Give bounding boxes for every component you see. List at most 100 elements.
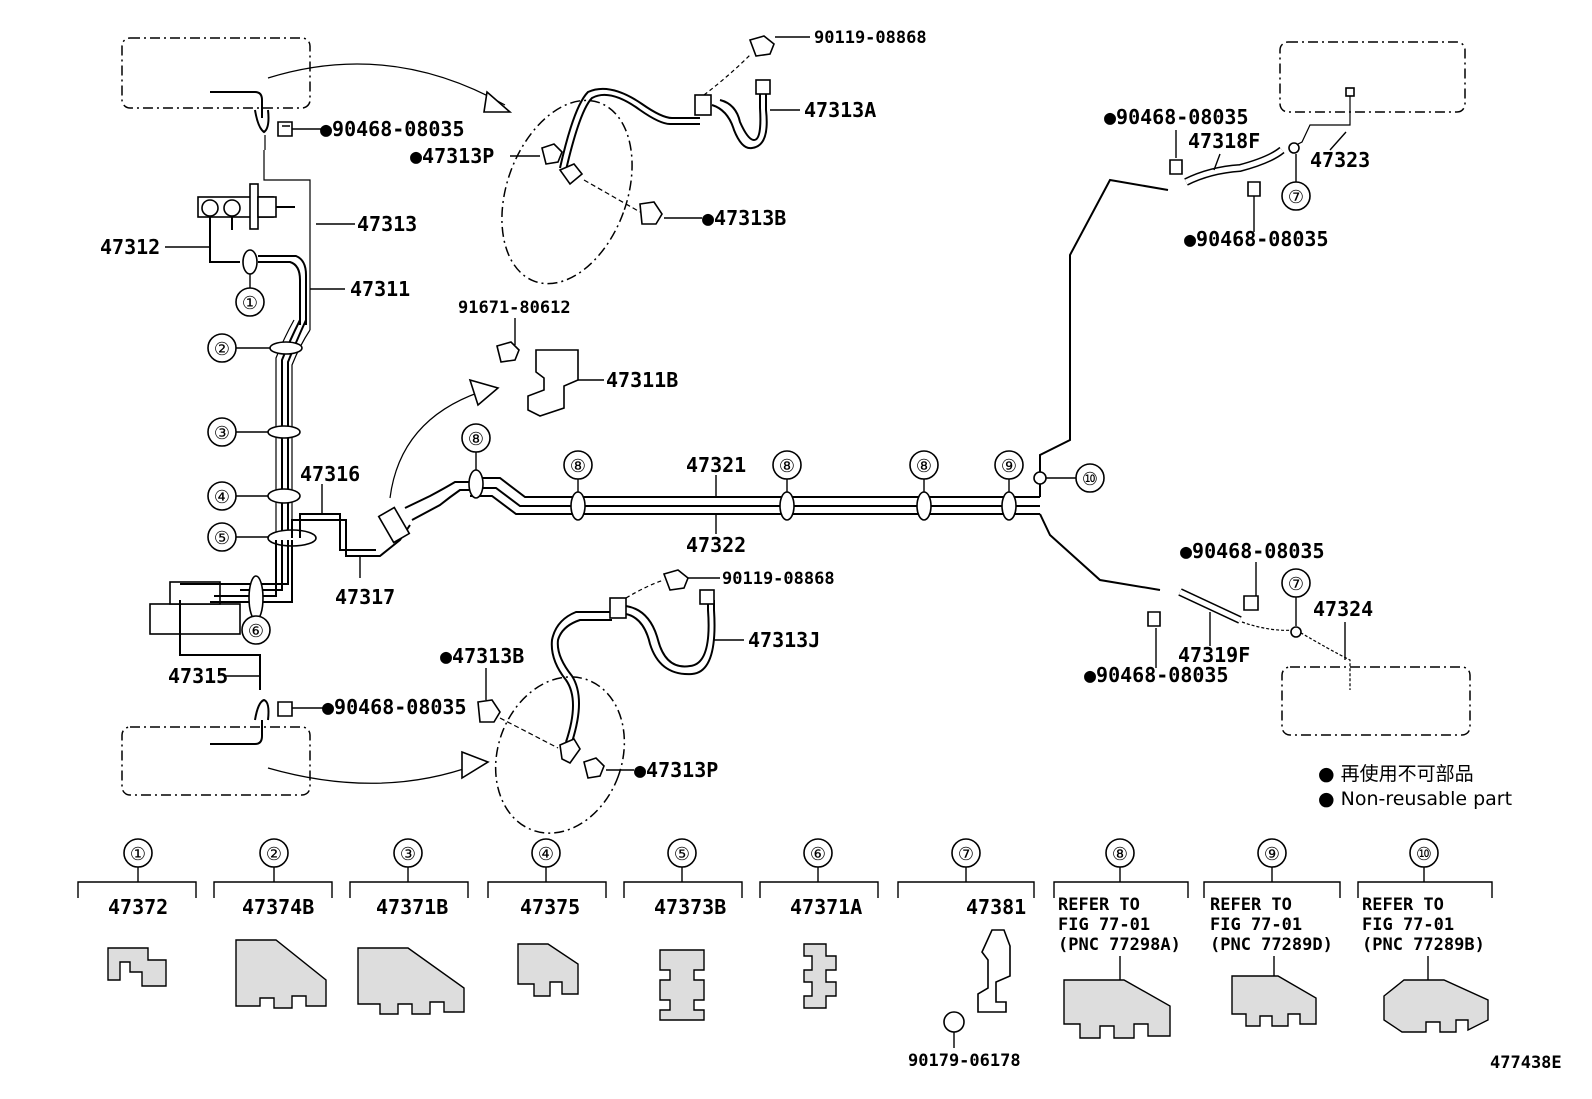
label-90468-top-right-a: ●90468-08035 <box>1104 105 1249 129</box>
arrow-curve-mid <box>389 391 481 499</box>
label-47319F: 47319F <box>1178 643 1250 667</box>
svg-text:⑤: ⑤ <box>674 844 690 865</box>
hose-stub <box>210 91 263 118</box>
label-90468-top-right-b: ●90468-08035 <box>1184 227 1329 251</box>
clip-shape-47371B <box>357 947 465 1015</box>
svg-text:47375: 47375 <box>520 895 580 919</box>
label-90119-08868-top: 90119-08868 <box>814 28 927 48</box>
clamp-9 <box>1001 491 1017 521</box>
svg-text:②: ② <box>266 844 282 865</box>
clip-group-8: ⑧ REFER TO FIG 77-01 (PNC 77298A) <box>1053 838 1189 1039</box>
svg-text:FIG 77-01: FIG 77-01 <box>1362 915 1454 935</box>
label-47315: 47315 <box>168 664 228 688</box>
clip-4-label: ④ <box>214 487 230 508</box>
clip-icon <box>1243 595 1259 611</box>
clip-7-mid-label: ⑦ <box>1288 574 1304 595</box>
label-47313B-bottom: ●47313B <box>440 644 524 668</box>
figure-id: 477438E <box>1490 1053 1562 1073</box>
legend-en: ● Non-reusable part <box>1318 788 1512 810</box>
label-90468-bottom-left: ●90468-08035 <box>322 695 467 719</box>
bolt-icon <box>496 341 520 363</box>
bracket-top <box>694 94 712 116</box>
clip-group-1: ① 47372 <box>77 838 197 987</box>
svg-text:(PNC 77289B): (PNC 77289B) <box>1362 935 1485 955</box>
label-47311: 47311 <box>350 277 410 301</box>
clip-2-label: ② <box>214 339 230 360</box>
clip-shape-47375 <box>517 943 579 997</box>
clip-shape-47372 <box>107 947 167 987</box>
clip-10-label: ⑩ <box>1082 469 1098 490</box>
clip-8d-label: ⑧ <box>916 456 932 477</box>
arrow-head <box>483 90 513 113</box>
bracket-47311B <box>527 349 579 417</box>
arrow-curve-top <box>267 63 506 106</box>
svg-text:⑧: ⑧ <box>1112 844 1128 865</box>
svg-text:④: ④ <box>538 844 554 865</box>
clamp-2 <box>269 341 303 355</box>
svg-text:REFER TO: REFER TO <box>1362 895 1444 915</box>
hose-47313-top <box>565 94 700 171</box>
bolt-icon <box>639 201 663 225</box>
svg-text:⑩: ⑩ <box>1416 844 1432 865</box>
clip-5-label: ⑤ <box>214 528 230 549</box>
clip-shape-47374B <box>235 939 327 1009</box>
fitting-icon <box>558 163 584 186</box>
wheel-outline-rear-right <box>1279 41 1466 113</box>
clip-icon <box>277 121 293 137</box>
label-47321: 47321 <box>686 453 746 477</box>
svg-text:90179-06178: 90179-06178 <box>908 1051 1021 1071</box>
svg-text:47371B: 47371B <box>376 895 448 919</box>
bracket-47381 <box>977 929 1011 1013</box>
svg-text:47381: 47381 <box>966 895 1026 919</box>
clamp-1 <box>242 249 258 275</box>
junction-block <box>377 506 411 544</box>
clip-group-7: ⑦ 47381 90179-06178 <box>897 838 1035 1071</box>
clip-1-label: ① <box>242 293 258 314</box>
label-47323: 47323 <box>1310 148 1370 172</box>
svg-text:(PNC 77289D): (PNC 77289D) <box>1210 935 1333 955</box>
clip-icon <box>1147 611 1161 627</box>
clip-7-top-label: ⑦ <box>1288 187 1304 208</box>
nut-icon <box>583 757 605 779</box>
clamp-8c <box>779 491 795 521</box>
svg-text:REFER TO: REFER TO <box>1210 895 1292 915</box>
clamp-10 <box>1033 471 1047 485</box>
bolt-icon <box>477 699 501 723</box>
svg-text:47374B: 47374B <box>242 895 314 919</box>
label-47313B-top: ●47313B <box>702 206 786 230</box>
label-47318F: 47318F <box>1188 129 1260 153</box>
label-47313J: 47313J <box>748 628 820 652</box>
label-90468-mid-right: ●90468-08035 <box>1180 539 1325 563</box>
fitting-icon <box>559 737 581 765</box>
wheel-outline-rear-left <box>1281 666 1471 736</box>
arrow-curve-bottom <box>267 764 476 784</box>
clip-icon <box>1247 181 1261 197</box>
caliper-outline-bottom <box>494 676 626 834</box>
clip-shape-47371A <box>803 943 837 1009</box>
clip-icon <box>277 701 293 717</box>
clip-group-4: ④ 47375 <box>487 838 607 997</box>
clamp-8a <box>468 469 484 499</box>
bolt-icon <box>662 569 689 591</box>
abs-actuator <box>149 603 241 635</box>
clip-group-3: ③ 47371B <box>349 838 469 1015</box>
wheel-outline-front-left <box>121 37 311 109</box>
label-90119-08868-bottom: 90119-08868 <box>722 569 835 589</box>
clip-6-label: ⑥ <box>248 621 264 642</box>
clip-shape-47373B <box>659 949 705 1021</box>
label-47311B: 47311B <box>606 368 678 392</box>
label-47317: 47317 <box>335 585 395 609</box>
nut-icon <box>541 143 563 165</box>
clip-9-label: ⑨ <box>1001 456 1017 477</box>
label-47324: 47324 <box>1313 597 1373 621</box>
clamp-8b <box>570 491 586 521</box>
svg-text:FIG 77-01: FIG 77-01 <box>1058 915 1150 935</box>
svg-text:REFER TO: REFER TO <box>1058 895 1140 915</box>
clip-shape-refer-9 <box>1231 975 1317 1027</box>
clip-3-label: ③ <box>214 423 230 444</box>
clip-8b-label: ⑧ <box>570 456 586 477</box>
svg-text:⑥: ⑥ <box>810 844 826 865</box>
svg-text:FIG 77-01: FIG 77-01 <box>1210 915 1302 935</box>
svg-text:⑦: ⑦ <box>958 844 974 865</box>
